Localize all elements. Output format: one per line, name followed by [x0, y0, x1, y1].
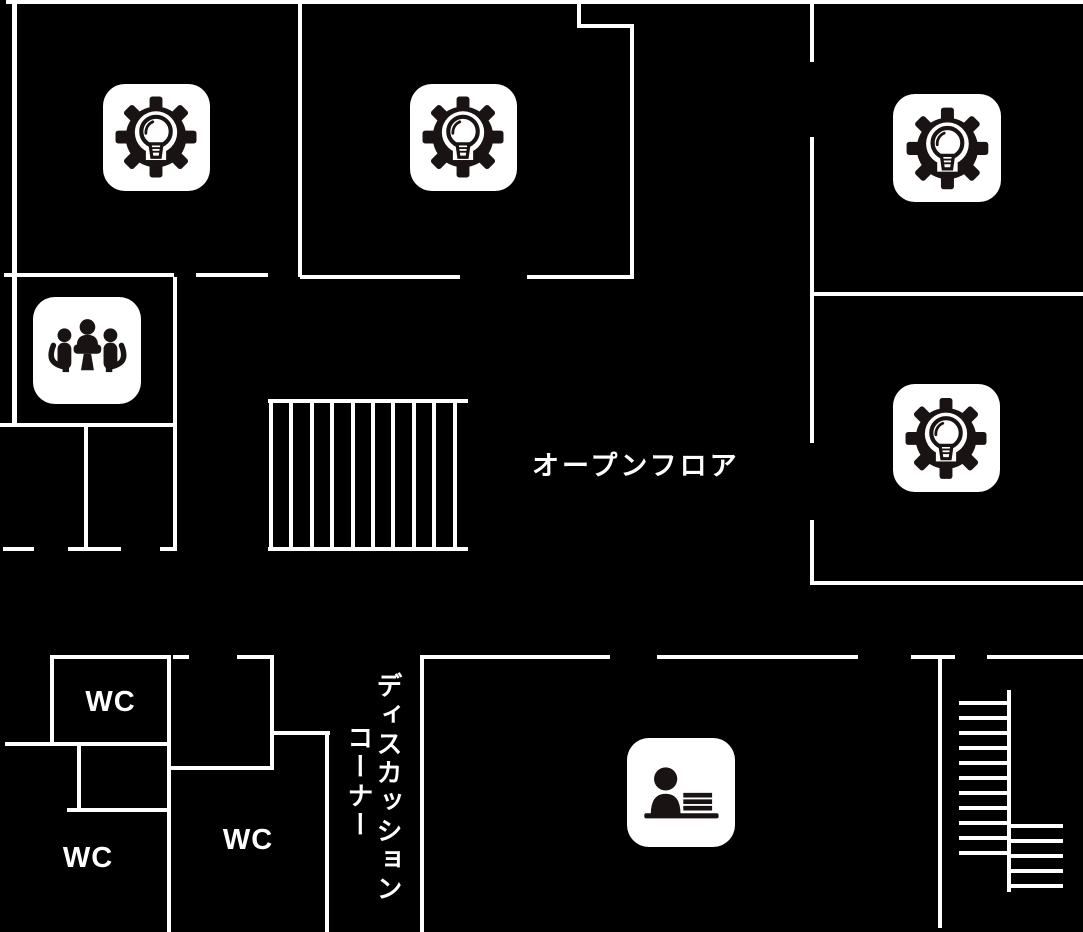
wall-segment — [810, 137, 814, 294]
wall-segment — [959, 821, 1009, 825]
gear-lightbulb-icon — [901, 102, 994, 195]
wall-segment — [810, 581, 1083, 585]
wall-segment — [938, 659, 942, 928]
wall-segment — [325, 731, 329, 932]
room-icon-badge — [893, 384, 1000, 492]
wall-segment — [6, 0, 1083, 4]
wall-segment — [959, 806, 1009, 810]
wall-segment — [160, 547, 177, 551]
wall-segment — [420, 655, 610, 659]
wall-segment — [810, 4, 814, 62]
wall-segment — [959, 746, 1009, 750]
wall-segment — [1009, 839, 1063, 843]
wall-segment — [1009, 854, 1063, 858]
wall-segment — [167, 655, 171, 932]
wall-segment — [173, 277, 177, 549]
wall-segment — [812, 292, 1083, 296]
wall-segment — [959, 701, 1009, 705]
room-icon-badge — [33, 297, 141, 404]
wall-segment — [432, 401, 436, 549]
wall-segment — [298, 4, 302, 277]
wc-label: WC — [62, 842, 114, 874]
open-floor-label: オープンフロア — [532, 451, 740, 481]
wall-segment — [4, 273, 174, 277]
wall-segment — [330, 401, 334, 549]
wall-segment — [268, 399, 468, 403]
wall-segment — [577, 24, 634, 28]
reception-desk-icon — [643, 766, 719, 819]
wall-segment — [77, 742, 81, 812]
wall-segment — [3, 547, 34, 551]
gear-lightbulb-icon — [417, 91, 509, 183]
wall-segment — [169, 766, 273, 770]
wall-segment — [5, 742, 169, 746]
wall-segment — [810, 520, 814, 583]
wall-segment — [630, 26, 634, 279]
wall-segment — [289, 401, 293, 549]
wall-segment — [391, 401, 395, 549]
gear-lightbulb-icon — [900, 392, 992, 485]
wall-segment — [196, 273, 268, 277]
wall-segment — [237, 655, 273, 659]
wall-segment — [67, 808, 169, 812]
wall-segment — [310, 401, 314, 549]
wall-segment — [959, 851, 1009, 855]
meeting-table-icon — [47, 319, 127, 373]
wall-segment — [527, 275, 633, 279]
room-icon-badge — [410, 84, 517, 191]
wall-segment — [959, 731, 1009, 735]
wall-segment — [959, 836, 1009, 840]
wall-segment — [959, 776, 1009, 780]
wall-segment — [657, 655, 858, 659]
room-icon-badge — [893, 94, 1001, 202]
wall-segment — [50, 655, 54, 746]
wall-segment — [173, 655, 189, 659]
wall-segment — [300, 275, 460, 279]
wall-segment — [351, 401, 355, 549]
wall-segment — [959, 791, 1009, 795]
wall-segment — [269, 401, 273, 549]
wall-segment — [270, 655, 274, 770]
wc-label: WC — [222, 824, 274, 856]
wall-segment — [371, 401, 375, 549]
wall-segment — [68, 547, 121, 551]
wc-label: WC — [85, 686, 136, 718]
wall-segment — [987, 655, 1083, 659]
wall-segment — [1009, 824, 1063, 828]
gear-lightbulb-icon — [116, 97, 197, 178]
room-icon-badge — [627, 738, 735, 847]
wall-segment — [577, 4, 581, 26]
wall-segment — [959, 716, 1009, 720]
wall-segment — [1007, 690, 1011, 892]
wall-segment — [268, 547, 468, 551]
discussion-corner-line2: コーナー — [344, 724, 374, 840]
wall-segment — [12, 4, 17, 427]
wall-segment — [84, 427, 88, 549]
wall-segment — [911, 655, 955, 659]
wall-segment — [0, 423, 174, 427]
discussion-corner-line1: ディスカッション — [373, 672, 403, 904]
wall-segment — [52, 655, 169, 659]
wall-segment — [810, 294, 814, 443]
wall-segment — [959, 761, 1009, 765]
discussion-corner-label: ディスカッション コーナー — [344, 672, 403, 922]
wall-segment — [273, 731, 330, 735]
wall-segment — [412, 401, 416, 549]
wall-segment — [1009, 884, 1063, 888]
wall-segment — [1009, 869, 1063, 873]
wall-segment — [453, 401, 457, 549]
room-icon-badge — [103, 84, 210, 191]
wall-segment — [420, 655, 424, 932]
